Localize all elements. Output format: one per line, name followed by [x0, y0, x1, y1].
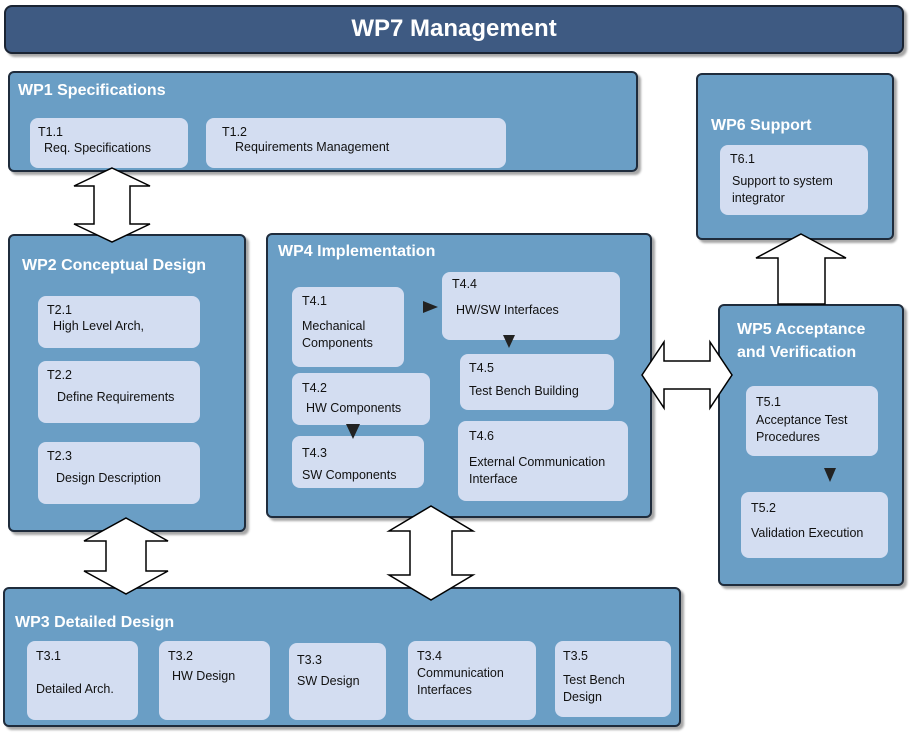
- task-name: Test Bench Design: [563, 673, 625, 704]
- arrow-t44-to-t45: [503, 335, 515, 348]
- task-name: Support to system integrator: [732, 174, 833, 205]
- task-t6-1: T6.1 Support to system integrator: [720, 145, 868, 215]
- task-t4-1: T4.1 Mechanical Components: [292, 287, 404, 367]
- task-id: T4.5: [469, 361, 495, 375]
- task-id: T4.2: [302, 381, 328, 395]
- task-t2-2: T2.2 Define Requirements: [38, 361, 200, 423]
- task-t2-1: T2.1 High Level Arch,: [38, 296, 200, 348]
- wp6-box: WP6 Support T6.1 Support to system integ…: [696, 73, 894, 240]
- task-name: Requirements Management: [235, 140, 390, 154]
- task-t1-1: T1.1 Req. Specifications: [30, 118, 188, 168]
- arrow-t42-to-t43: [346, 424, 360, 439]
- task-name: High Level Arch,: [53, 319, 145, 333]
- task-t4-4: T4.4 HW/SW Interfaces: [442, 272, 620, 340]
- double-arrow-wp2-wp3: [83, 517, 169, 595]
- task-name: Mechanical Components: [302, 319, 373, 350]
- task-name: Req. Specifications: [44, 141, 152, 155]
- task-t3-5: T3.5 Test Bench Design: [555, 641, 671, 717]
- task-id: T2.1: [47, 303, 73, 317]
- task-id: T6.1: [730, 152, 756, 166]
- task-id: T2.3: [47, 449, 73, 463]
- double-arrow-wp4-wp5: [641, 339, 733, 411]
- task-t2-3: T2.3 Design Description: [38, 442, 200, 504]
- task-t4-3: T4.3 SW Components: [292, 436, 424, 488]
- wp5-box: WP5 Acceptance and Verification T5.1 Acc…: [718, 304, 904, 586]
- task-name: SW Design: [297, 674, 360, 688]
- task-id: T1.1: [38, 125, 64, 139]
- task-id: T1.2: [222, 125, 248, 139]
- task-id: T4.4: [452, 277, 478, 291]
- task-t1-2: T1.2 Requirements Management: [206, 118, 506, 168]
- task-id: T4.6: [469, 429, 495, 443]
- wp2-title: WP2 Conceptual Design: [22, 257, 207, 274]
- task-id: T3.5: [563, 649, 589, 663]
- task-name: Define Requirements: [57, 390, 175, 404]
- task-name: Test Bench Building: [469, 384, 579, 398]
- wp3-title: WP3 Detailed Design: [15, 614, 175, 631]
- wp4-box: WP4 Implementation T4.1 Mechanical Compo…: [266, 233, 652, 518]
- double-arrow-wp4-wp3: [386, 505, 476, 601]
- task-name: Detailed Arch.: [36, 682, 114, 696]
- task-t5-2: T5.2 Validation Execution: [741, 492, 888, 558]
- task-name: Validation Execution: [751, 526, 864, 540]
- task-name: HW/SW Interfaces: [456, 303, 559, 317]
- arrow-t41-to-t44: [423, 301, 438, 313]
- task-id: T4.1: [302, 294, 328, 308]
- task-name: Acceptance Test Procedures: [756, 413, 848, 444]
- task-name: SW Components: [302, 468, 397, 482]
- task-t3-1: T3.1 Detailed Arch.: [27, 641, 138, 720]
- task-id: T3.3: [297, 653, 323, 667]
- wp4-title: WP4 Implementation: [278, 243, 436, 260]
- task-id: T5.1: [756, 395, 782, 409]
- task-name: HW Design: [172, 669, 236, 683]
- task-id: T4.3: [302, 446, 328, 460]
- wp2-box: WP2 Conceptual Design T2.1 High Level Ar…: [8, 234, 246, 532]
- task-name: Design Description: [56, 471, 161, 485]
- task-t4-5: T4.5 Test Bench Building: [460, 354, 614, 410]
- task-id: T5.2: [751, 501, 777, 515]
- task-name: Communication Interfaces: [417, 666, 504, 697]
- wp6-title: WP6 Support: [711, 117, 812, 134]
- wp7-management-banner: WP7 Management: [4, 5, 904, 54]
- double-arrow-wp1-wp2: [73, 167, 151, 243]
- wp3-box: WP3 Detailed Design T3.1 Detailed Arch. …: [3, 587, 681, 727]
- wp5-title: WP5 Acceptance and Verification: [737, 321, 866, 361]
- task-t5-1: T5.1 Acceptance Test Procedures: [746, 386, 878, 456]
- wp1-box: WP1 Specifications T1.1 Req. Specificati…: [8, 71, 638, 172]
- task-id: T2.2: [47, 368, 73, 382]
- wp1-title: WP1 Specifications: [18, 82, 166, 99]
- task-name: HW Components: [306, 401, 402, 415]
- wp7-title: WP7 Management: [351, 15, 557, 42]
- task-t3-2: T3.2 HW Design: [159, 641, 270, 720]
- arrow-wp5-to-wp6: [755, 233, 847, 305]
- task-id: T3.2: [168, 649, 194, 663]
- task-id: T3.4: [417, 649, 443, 663]
- task-t4-6: T4.6 External Communication Interface: [458, 421, 628, 501]
- arrow-t51-to-t52: [824, 468, 836, 482]
- task-t4-2: T4.2 HW Components: [292, 373, 430, 425]
- task-t3-3: T3.3 SW Design: [289, 643, 386, 720]
- task-t3-4: T3.4 Communication Interfaces: [408, 641, 536, 720]
- task-id: T3.1: [36, 649, 62, 663]
- task-name: External Communication Interface: [469, 455, 606, 486]
